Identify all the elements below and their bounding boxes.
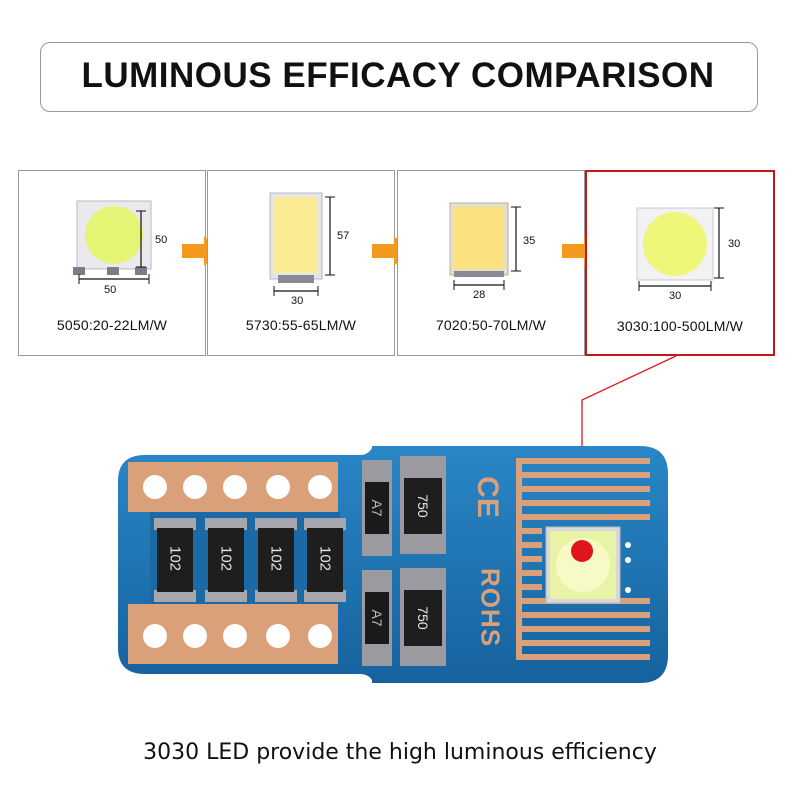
panel-label: 5730:55-65LM/W	[245, 317, 357, 333]
led-panel-5050: 50 50 5050:20-22LM/W	[18, 170, 206, 356]
height-dimension: 35	[523, 235, 536, 247]
diode-marking: A7	[369, 609, 385, 627]
led-panel-3030: 30 30 3030:100-500LM/W	[585, 170, 775, 356]
page-title: LUMINOUS EFFICACY COMPARISON	[81, 56, 715, 95]
resistor-marking: 102	[166, 545, 184, 572]
height-dimension: 57	[337, 230, 350, 242]
resistor-marking: 750	[415, 494, 431, 518]
caption: 3030 LED provide the high luminous effic…	[143, 740, 657, 765]
rohs-mark: ROHS	[475, 567, 506, 648]
resistor-marking: 750	[415, 606, 431, 630]
width-dimension: 28	[473, 289, 486, 301]
panel-label: 3030:100-500LM/W	[616, 318, 744, 334]
highlight-dot-icon	[571, 540, 593, 562]
diode-marking: A7	[369, 499, 385, 517]
width-dimension: 30	[291, 295, 304, 307]
panel-label: 5050:20-22LM/W	[56, 317, 168, 333]
resistor-marking: 102	[316, 545, 334, 572]
led-7020-illustration	[449, 202, 521, 290]
width-dimension: 50	[104, 284, 117, 296]
panel-label: 7020:50-70LM/W	[435, 317, 547, 333]
width-dimension: 30	[669, 290, 682, 302]
ce-mark: CE	[471, 476, 504, 518]
resistor-marking: 102	[267, 545, 285, 572]
led-panel-7020: 28 35 7020:50-70LM/W	[397, 170, 585, 356]
title-frame	[40, 42, 758, 112]
led-3030-illustration	[636, 207, 724, 291]
height-dimension: 30	[728, 238, 741, 250]
led-panel-5730: 30 57 5730:55-65LM/W	[207, 170, 395, 356]
led-5730-illustration	[269, 192, 335, 296]
height-dimension: 50	[155, 234, 168, 246]
resistor-marking: 102	[217, 545, 235, 572]
led-5050-illustration	[73, 200, 152, 284]
